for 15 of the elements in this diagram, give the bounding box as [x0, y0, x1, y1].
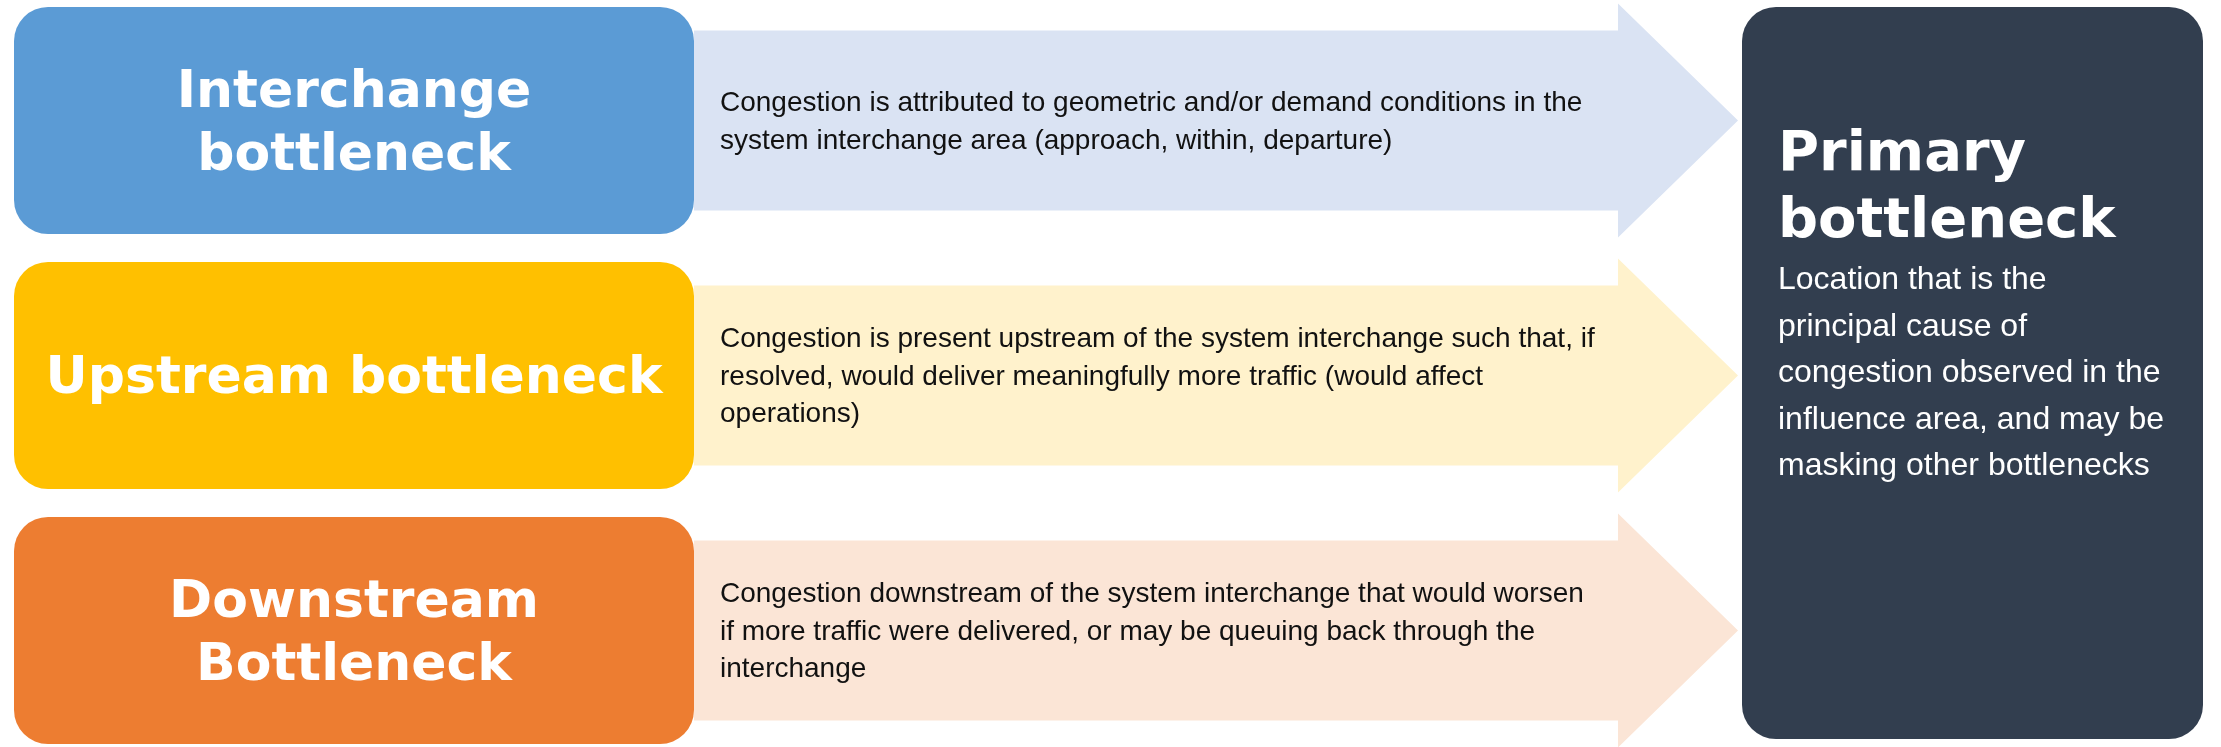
category-box — [14, 7, 694, 234]
edge-label: Congestion is attributed to geometric and/or demand conditions in the system interchange area (approach, within, departure) — [720, 84, 1584, 157]
arrow — [694, 258, 1738, 493]
edge-label: Congestion is present upstream of the system interchange such that, if resolved, would deliver meaningfully more traffic (would affect operations) — [720, 320, 1596, 431]
heading: Interchange bottleneck — [175, 58, 533, 183]
arrow — [694, 3, 1738, 238]
arrow — [694, 513, 1738, 747]
category-box — [14, 262, 694, 489]
heading: Primary bottleneck — [1778, 117, 2117, 252]
category-box — [14, 517, 694, 744]
heading: Upstream bottleneck — [45, 344, 663, 407]
description: Location that is the principal cause of congestion observed in the influence area, and may be masking other bottlenecks — [1778, 259, 2166, 484]
heading: Downstream Bottleneck — [168, 568, 540, 693]
result-box — [1742, 7, 2203, 739]
edge-label: Congestion downstream of the system interchange that would worsen if more traffic were delivered, or may be queuing back through the interchange — [720, 575, 1585, 686]
